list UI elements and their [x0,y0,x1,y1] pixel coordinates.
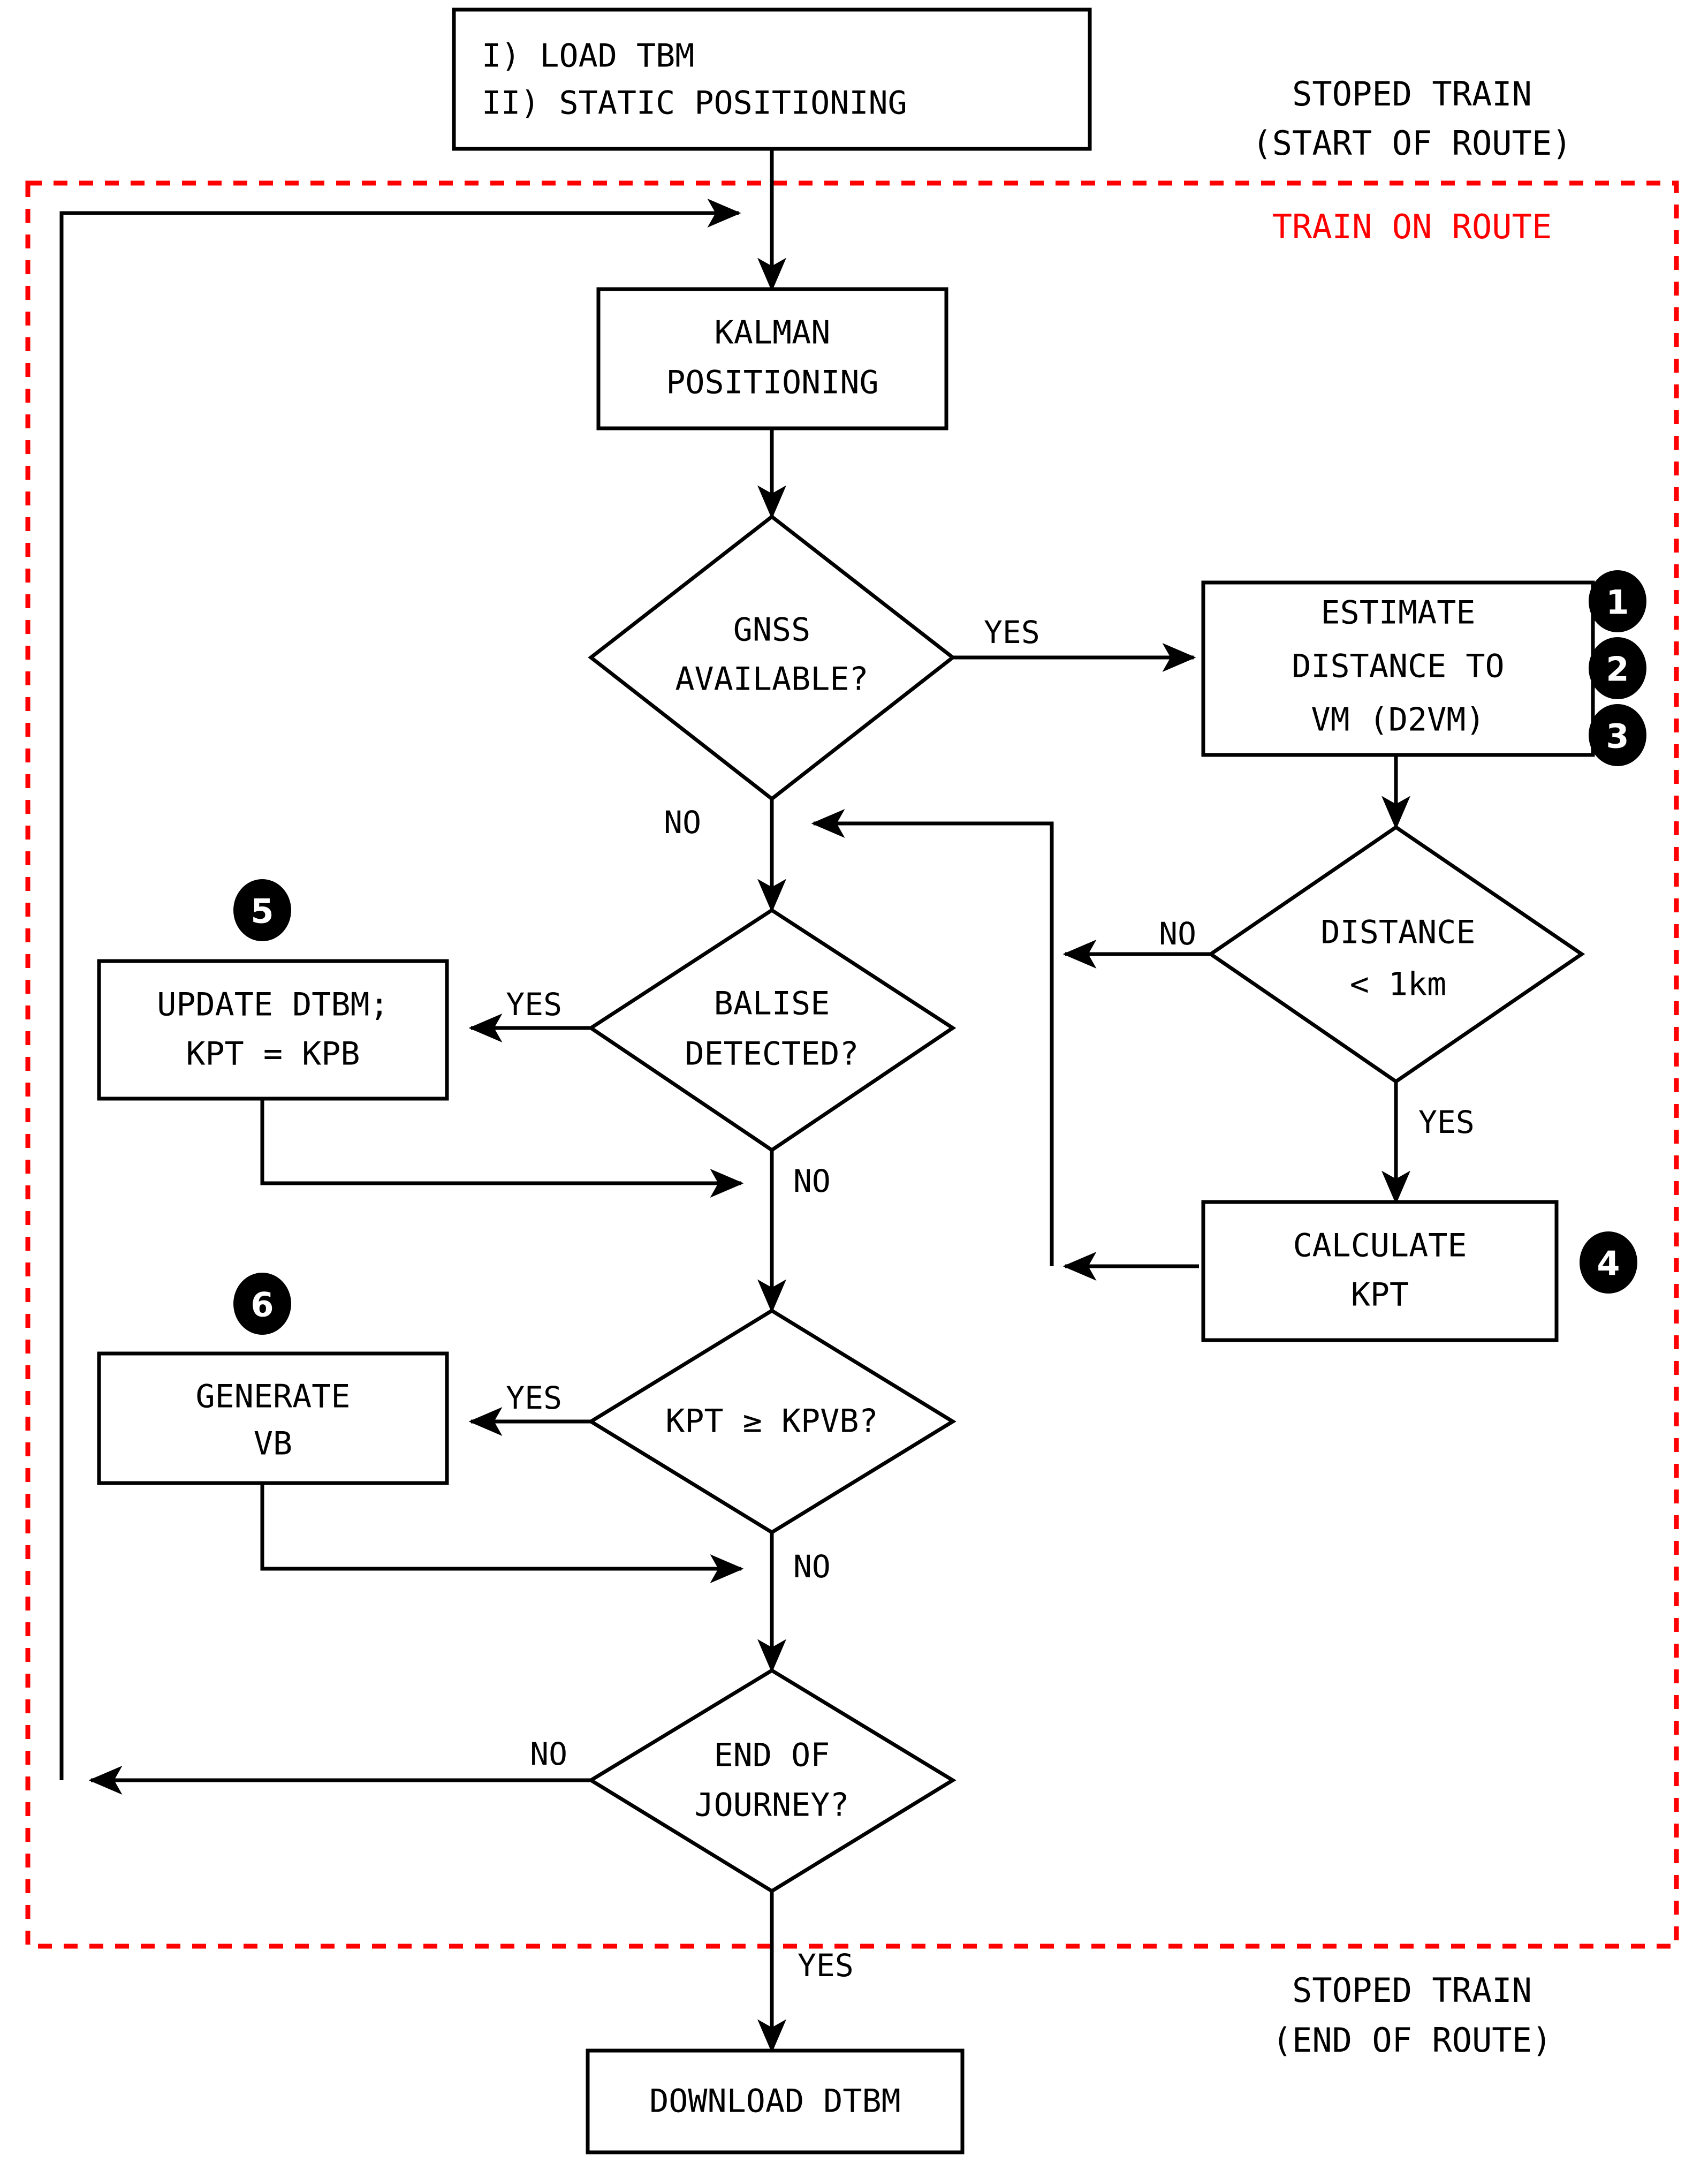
badge-3-label: 3 [1606,717,1629,756]
badge-5-label: 5 [250,892,274,931]
zone-label-stoped-train-start-line2: (START OF ROUTE) [1252,124,1572,163]
edge-label-end-yes: YES [798,1947,854,1984]
node-distance-lt-1km-decision[interactable]: DISTANCE < 1km [1207,825,1585,1084]
node-update-line1: UPDATE DTBM; [157,986,389,1024]
node-distance-line2: < 1km [1350,966,1447,1003]
badge-6-label: 6 [250,1286,274,1325]
badge-4: 4 [1580,1231,1637,1294]
node-end-journey-line2: JOURNEY? [695,1787,849,1824]
node-estimate-line1: ESTIMATE [1321,594,1476,632]
node-update-line2: KPT = KPB [186,1035,360,1073]
edge-loopback-to-kalman-horizontal [59,199,741,1780]
node-download-dtbm[interactable]: DOWNLOAD DTBM [586,2048,965,2154]
edge-label-gnss-no: NO [664,804,701,841]
node-calculate-line1: CALCULATE [1293,1227,1467,1265]
node-estimate-line2: DISTANCE TO [1292,648,1504,685]
edge-label-distance-no: NO [1159,916,1196,952]
node-balise-line2: DETECTED? [685,1035,859,1073]
node-load-tbm[interactable]: I) LOAD TBM II) STATIC POSITIONING [452,7,1092,151]
node-balise-line1: BALISE [714,985,830,1023]
node-download-line1: DOWNLOAD DTBM [649,2083,901,2120]
node-generate-line1: GENERATE [196,1378,351,1416]
node-kpt-ge-kpvb-decision[interactable]: KPT ≥ KPVB? [587,1308,957,1535]
train-on-route-zone-box [25,180,1679,1949]
node-generate-line2: VB [254,1425,292,1463]
node-distance-line1: DISTANCE [1321,914,1476,951]
node-kalman-line2: POSITIONING [666,364,878,402]
edge-update-down-right [260,1099,744,1198]
node-update-dtbm[interactable]: UPDATE DTBM; KPT = KPB [97,959,449,1101]
badge-5: 5 [233,879,291,941]
zone-label-train-on-route: TRAIN ON ROUTE [1272,207,1552,246]
badge-2-label: 2 [1606,650,1629,689]
zone-label-stoped-train-start-line1: STOPED TRAIN [1292,74,1532,114]
node-end-of-journey-decision[interactable]: END OF JOURNEY? [587,1668,957,1894]
badge-6: 6 [233,1273,291,1335]
node-kpvb-line1: KPT ≥ KPVB? [665,1403,878,1440]
badge-4-label: 4 [1597,1244,1620,1283]
badge-1-label: 1 [1606,583,1629,622]
node-estimate-distance-to-vm[interactable]: ESTIMATE DISTANCE TO VM (D2VM) [1201,580,1595,757]
zone-label-stoped-train-end-line2: (END OF ROUTE) [1272,2021,1552,2060]
edge-riser-back-to-gnss-no-junction [811,809,1054,1266]
edge-label-kpvb-yes: YES [506,1380,562,1416]
edge-label-gnss-yes: YES [984,614,1040,651]
node-load-tbm-line1: I) LOAD TBM [482,37,694,75]
node-gnss-line1: GNSS [733,611,811,649]
node-estimate-line3: VM (D2VM) [1311,701,1485,739]
node-load-tbm-line2: II) STATIC POSITIONING [482,85,907,122]
edge-label-kpvb-no: NO [793,1548,831,1585]
edge-label-distance-yes: YES [1418,1104,1475,1140]
node-end-journey-line1: END OF [714,1737,830,1774]
badge-2: 2 [1589,637,1646,699]
zone-label-stoped-train-end-line1: STOPED TRAIN [1292,1971,1532,2010]
node-gnss-available-decision[interactable]: GNSS AVAILABLE? [588,514,956,802]
node-calculate-line2: KPT [1351,1276,1409,1314]
edge-label-end-no: NO [530,1736,567,1772]
node-calculate-kpt[interactable]: CALCULATE KPT [1201,1200,1559,1342]
badge-1: 1 [1589,570,1646,632]
node-kalman-positioning[interactable]: KALMAN POSITIONING [596,287,948,430]
node-gnss-line2: AVAILABLE? [675,661,868,698]
badge-3: 3 [1589,704,1646,766]
node-generate-vb[interactable]: GENERATE VB [97,1351,449,1485]
node-balise-detected-decision[interactable]: BALISE DETECTED? [587,908,957,1153]
edge-label-balise-yes: YES [506,986,562,1023]
edge-generate-down-right [260,1483,744,1583]
edge-label-balise-no: NO [793,1163,831,1199]
node-kalman-line1: KALMAN [715,314,831,352]
